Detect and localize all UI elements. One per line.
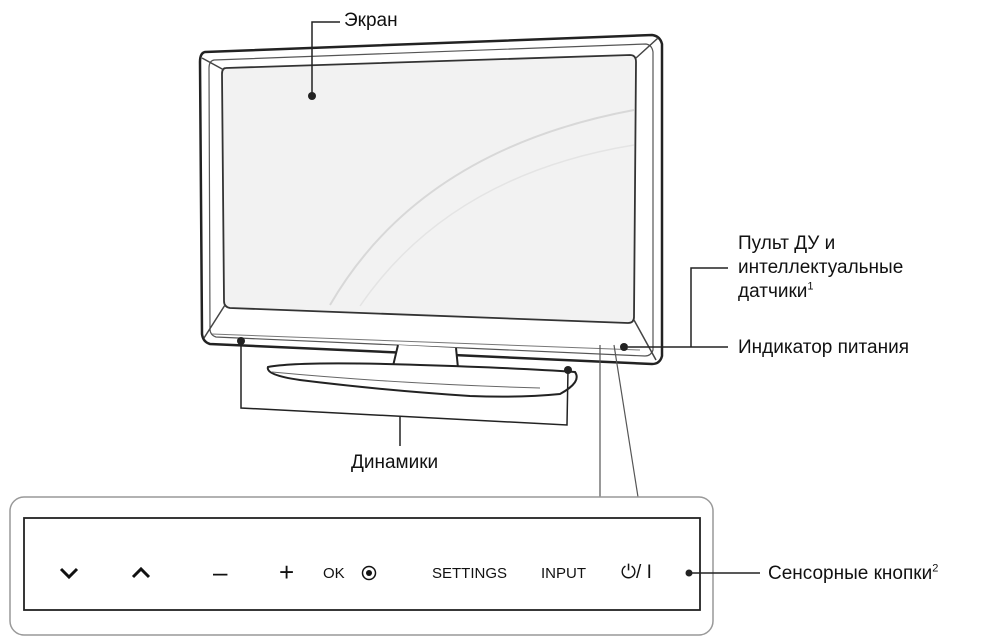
chevron-down-icon[interactable] xyxy=(55,560,83,586)
button-panel-inner xyxy=(23,517,701,611)
label-screen: Экран xyxy=(344,10,398,31)
stand-base-edge xyxy=(271,371,541,389)
screen-reflection xyxy=(329,109,635,306)
label-remote-sensors: Пульт ДУ и интеллектуальные датчики1 xyxy=(738,232,903,304)
label-remote-line2: интеллектуальные xyxy=(738,257,904,278)
footnote-2: 2 xyxy=(932,562,939,575)
power-indicator-dot xyxy=(620,343,628,351)
bevel-br xyxy=(633,319,657,361)
bezel-bottom-strip xyxy=(211,333,641,351)
ok-ring xyxy=(361,565,377,581)
plus-button[interactable]: + xyxy=(279,557,295,587)
stand-base xyxy=(266,362,578,398)
footnote-1: 1 xyxy=(807,280,814,293)
chevron-down-shape xyxy=(59,567,79,580)
tv-bezel-inner-line xyxy=(208,43,654,357)
label-touch-buttons-text: Сенсорные кнопки xyxy=(768,563,933,584)
tv-screen xyxy=(221,54,637,324)
chevron-up-shape xyxy=(131,566,151,579)
input-button[interactable]: INPUT xyxy=(541,565,586,582)
label-remote-line3-text: датчики xyxy=(738,281,808,302)
bevel-tl xyxy=(201,57,225,71)
remote-leader xyxy=(690,267,728,347)
bevel-tr xyxy=(635,37,659,59)
chevron-up-icon[interactable] xyxy=(127,560,155,586)
speakers-bracket xyxy=(240,341,569,426)
ok-button[interactable]: OK xyxy=(323,565,345,582)
bevel-bl xyxy=(203,304,226,339)
label-touch-buttons: Сенсорные кнопки2 xyxy=(768,562,938,586)
settings-button[interactable]: SETTINGS xyxy=(432,565,508,582)
zoom-line-right xyxy=(613,344,639,498)
label-power-indicator: Индикатор питания xyxy=(738,337,909,358)
screen-reflection-2 xyxy=(359,144,635,307)
screen-leader xyxy=(311,21,340,96)
ok-dot xyxy=(366,570,372,576)
label-remote-line3: датчики1 xyxy=(738,280,903,304)
minus-button[interactable]: – xyxy=(213,557,228,587)
power-button[interactable]: ⏻/ I xyxy=(621,562,652,583)
label-remote-line1: Пульт ДУ и xyxy=(738,233,836,254)
label-speakers: Динамики xyxy=(351,452,439,473)
